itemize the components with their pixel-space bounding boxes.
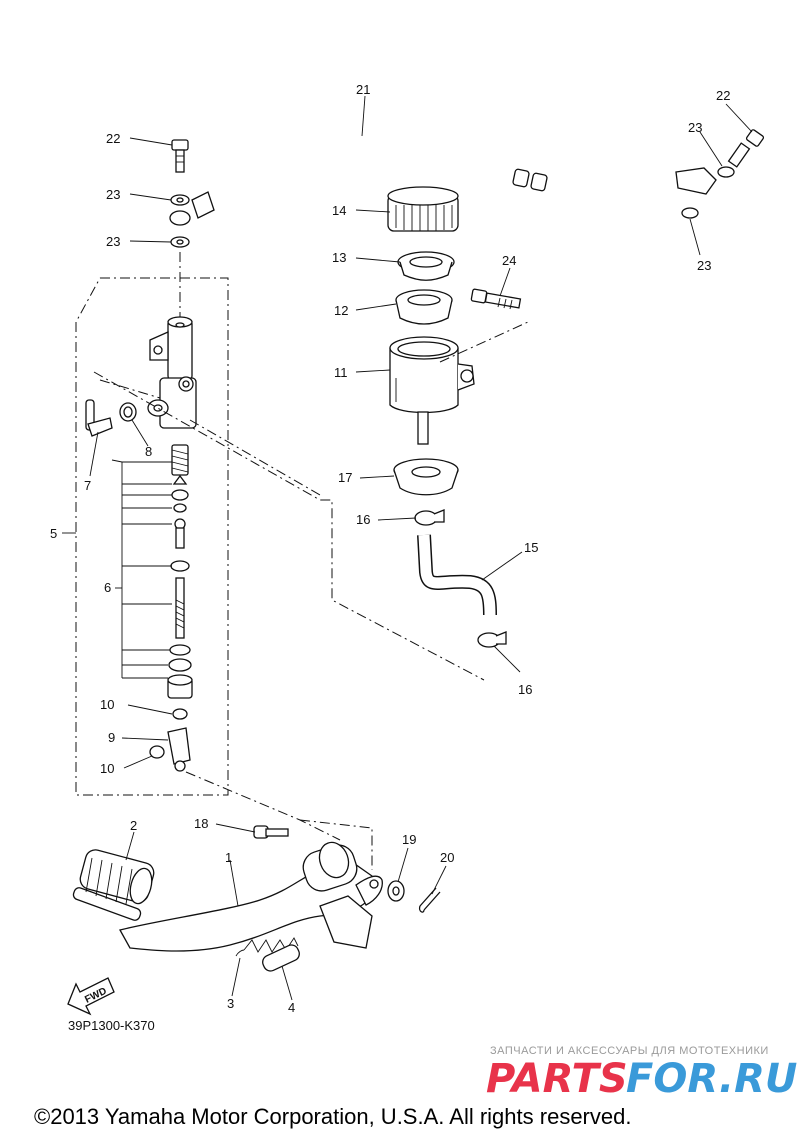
callout-5: 5 bbox=[50, 526, 57, 541]
reservoir-hose-15 bbox=[417, 534, 497, 616]
hose-joint-7 bbox=[85, 399, 113, 437]
callout-15: 15 bbox=[524, 540, 538, 555]
fwd-arrow-icon: FWD bbox=[67, 977, 115, 1016]
bolt-24 bbox=[470, 288, 522, 310]
callout-21: 21 bbox=[356, 82, 370, 97]
callout-23-right-bottom: 23 bbox=[697, 258, 711, 273]
callout-23-left-bottom: 23 bbox=[106, 234, 120, 249]
drawing-code: 39P1300-K370 bbox=[68, 1018, 155, 1033]
grommet-17 bbox=[393, 458, 459, 496]
callout-9: 9 bbox=[108, 730, 115, 745]
callout-12: 12 bbox=[334, 303, 348, 318]
banjo-fitting-left bbox=[169, 210, 191, 226]
callout-22-right: 22 bbox=[716, 88, 730, 103]
callout-22-left: 22 bbox=[106, 131, 120, 146]
callout-24: 24 bbox=[502, 253, 516, 268]
washer-19 bbox=[387, 880, 405, 902]
callout-10-top: 10 bbox=[100, 697, 114, 712]
watermark-tagline: ЗАПЧАСТИ И АКСЕССУАРЫ ДЛЯ МОТОТЕХНИКИ bbox=[490, 1045, 769, 1057]
nut-10-top bbox=[172, 708, 188, 720]
clip-16-bottom bbox=[477, 631, 507, 648]
copyright-notice: ©2013 Yamaha Motor Corporation, U.S.A. A… bbox=[34, 1104, 631, 1129]
callout-13: 13 bbox=[332, 250, 346, 265]
pin-18 bbox=[253, 825, 289, 839]
nut-10-side bbox=[149, 745, 165, 759]
footrest-rubber-2 bbox=[79, 849, 155, 905]
callout-3: 3 bbox=[227, 996, 234, 1011]
callout-11: 11 bbox=[334, 365, 348, 380]
piston-kit bbox=[167, 444, 193, 720]
callout-1: 1 bbox=[225, 850, 232, 865]
diaphragm-plate-13 bbox=[397, 251, 455, 281]
kit-bracket bbox=[121, 461, 172, 679]
callout-19: 19 bbox=[402, 832, 416, 847]
washer-23-top-right bbox=[717, 166, 735, 178]
collar-4 bbox=[262, 944, 300, 972]
banjo-bolt-right bbox=[727, 129, 765, 168]
banjo-bolt-left bbox=[171, 139, 189, 173]
callout-2: 2 bbox=[130, 818, 137, 833]
callout-4: 4 bbox=[288, 1000, 295, 1015]
clevis-9 bbox=[167, 727, 191, 772]
callout-17: 17 bbox=[338, 470, 352, 485]
callout-6: 6 bbox=[104, 580, 111, 595]
brake-hose bbox=[191, 137, 717, 219]
watermark-brand-a: PARTS bbox=[486, 1056, 628, 1102]
master-cylinder-body bbox=[147, 316, 197, 429]
leader-lines bbox=[62, 95, 753, 1001]
reservoir-cap-14 bbox=[387, 186, 459, 232]
clip-16-top bbox=[414, 509, 445, 526]
cotter-pin-20 bbox=[418, 887, 441, 913]
washer-23-bottom-right bbox=[681, 207, 699, 219]
callout-8: 8 bbox=[145, 444, 152, 459]
callout-23-left-top: 23 bbox=[106, 187, 120, 202]
spring-3 bbox=[235, 937, 299, 957]
callout-10-bottom: 10 bbox=[100, 761, 114, 776]
callout-20: 20 bbox=[440, 850, 454, 865]
callout-7: 7 bbox=[84, 478, 91, 493]
reservoir-tank-11 bbox=[389, 336, 475, 445]
callout-18: 18 bbox=[194, 816, 208, 831]
callout-16-bottom: 16 bbox=[518, 682, 532, 697]
assembly-dash-box bbox=[75, 277, 229, 796]
callout-23-right-top: 23 bbox=[688, 120, 702, 135]
callout-14: 14 bbox=[332, 203, 346, 218]
diaphragm-12 bbox=[395, 289, 453, 325]
callout-16-top: 16 bbox=[356, 512, 370, 527]
oring-8 bbox=[119, 402, 137, 422]
watermark-brand-b: FOR.RU bbox=[626, 1056, 797, 1102]
